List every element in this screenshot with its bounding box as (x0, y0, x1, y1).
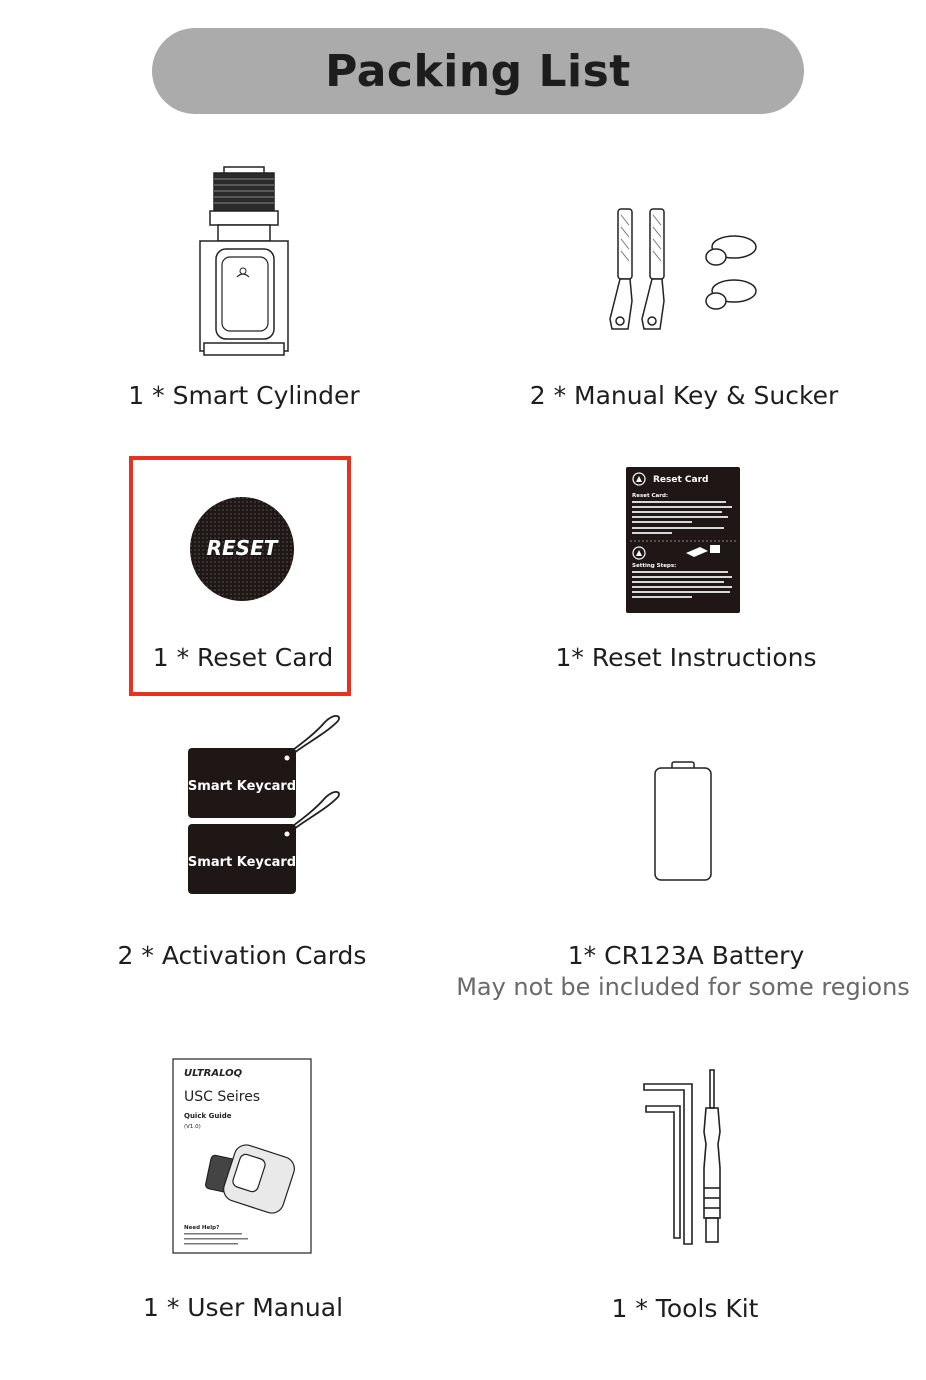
item-label: 1 * Reset Card (152, 643, 334, 672)
reset-instructions-card-title: Reset Card (653, 475, 709, 485)
item-note: May not be included for some regions (456, 973, 910, 1001)
manual-help: Need Help? (184, 1225, 219, 1231)
reset-card-icon: RESET (190, 497, 294, 601)
item-label: 1 * Smart Cylinder (128, 381, 360, 410)
tools-kit-icon (643, 1069, 721, 1245)
keycard-text: Smart Keycard (188, 779, 296, 794)
page-title: Packing List (325, 45, 631, 97)
highlight-box (129, 456, 351, 696)
manual-title: USC Seires (184, 1089, 260, 1105)
reset-instructions-heading2: Setting Steps: (632, 563, 676, 569)
manual-subtitle: Quick Guide (184, 1112, 232, 1120)
item-label: 1 * User Manual (142, 1293, 344, 1322)
packing-list-title-banner: Packing List (152, 28, 804, 114)
reset-instructions-icon: Reset Card Reset Card: Setting Steps: (626, 467, 740, 613)
keycard-text: Smart Keycard (188, 855, 296, 870)
item-label: 2 * Activation Cards (117, 941, 367, 970)
smart-cylinder-icon (199, 166, 289, 356)
manual-key-sucker-icon (609, 208, 757, 330)
reset-instructions-heading: Reset Card: (632, 493, 668, 499)
keycard-icon: Smart Keycard Smart Keycard (188, 715, 340, 894)
user-manual-icon: ULTRALOQ USC Seires Quick Guide (V1.0) N… (172, 1058, 312, 1254)
item-label: 1* Reset Instructions (555, 643, 817, 672)
manual-brand: ULTRALOQ (184, 1068, 243, 1079)
manual-version: (V1.0) (184, 1124, 201, 1130)
item-label: 1 * Tools Kit (611, 1294, 759, 1323)
reset-card-text: RESET (207, 536, 279, 560)
battery-icon (654, 761, 712, 881)
item-label: 2 * Manual Key & Sucker (529, 381, 839, 410)
item-label: 1* CR123A Battery (567, 941, 805, 970)
